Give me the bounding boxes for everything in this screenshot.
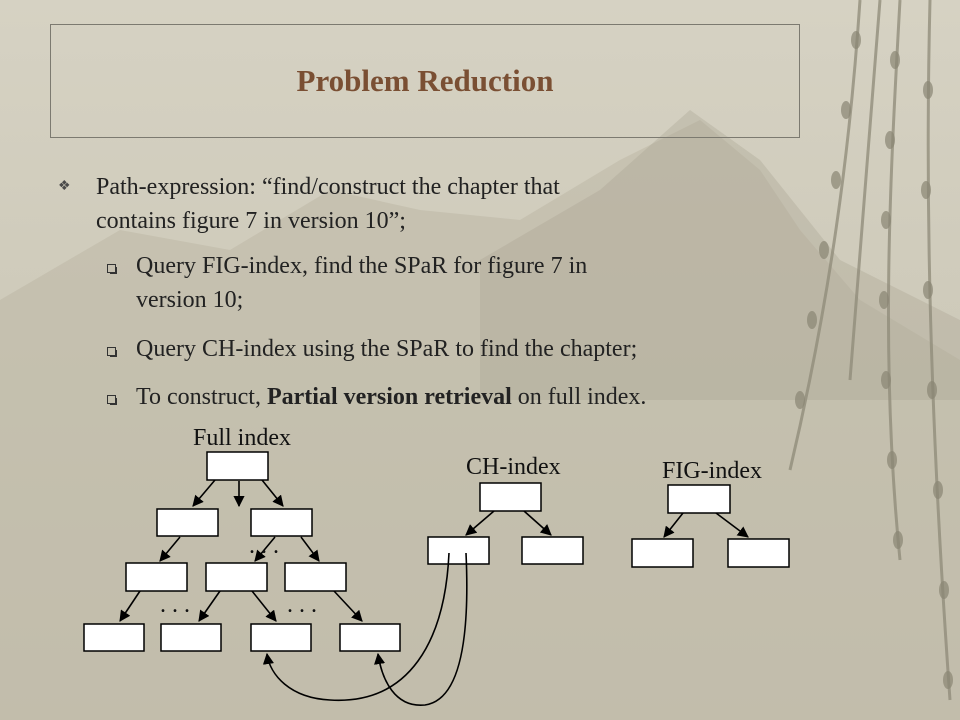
square-bullet-icon (107, 264, 117, 274)
full-index-leaf-node (250, 623, 312, 652)
tree-edge (159, 536, 181, 562)
fig-index-label: FIG-index (662, 458, 762, 484)
ch-index-node (521, 536, 584, 565)
sub-bullet-construct-emphasis: Partial version retrieval (266, 384, 512, 410)
ellipsis-label: . . . (287, 592, 317, 618)
tree-edge (715, 512, 749, 538)
spar-pointer-curve (262, 552, 450, 701)
diamond-bullet-icon: ❖ (58, 179, 71, 194)
tree-edge (192, 479, 216, 507)
sub-bullet-ch-query: Query CH-index using the SPaR to find th… (136, 336, 638, 362)
sub-bullet-fig-line-1: Query FIG-index, find the SPaR for figur… (136, 253, 588, 279)
sub-bullet-construct: To construct, Partial version retrieval … (136, 380, 816, 414)
tree-edge (261, 479, 284, 507)
spar-pointer-curve (374, 552, 468, 706)
tree-edge (465, 510, 495, 536)
fig-index-node (631, 538, 694, 568)
ch-index-root-node (479, 482, 542, 512)
main-bullet-line-2: contains figure 7 in version 10”; (96, 208, 406, 234)
full-index-node (125, 562, 188, 592)
tree-edge (198, 590, 221, 622)
full-index-node (250, 508, 313, 537)
square-bullet-icon (107, 347, 117, 357)
main-bullet: Path-expression: “find/construct the cha… (96, 170, 796, 238)
tree-edge (254, 536, 276, 562)
full-index-node (284, 562, 347, 592)
slide-title: Problem Reduction (296, 63, 554, 98)
mountain-far (480, 110, 960, 400)
sub-bullet-construct-prefix: To construct, (136, 384, 267, 410)
sub-bullet-fig-line-2: version 10; (136, 287, 244, 313)
tree-edge (523, 510, 552, 536)
fig-index-root-node (667, 484, 731, 514)
tree-edge (251, 590, 277, 622)
ellipsis-label: . . . (160, 592, 190, 618)
title-box: Problem Reduction (50, 24, 800, 138)
ch-index-label: CH-index (466, 454, 561, 480)
full-index-node (205, 562, 268, 592)
willow-buds (795, 31, 953, 689)
full-index-root-node (206, 451, 269, 481)
square-bullet-icon (107, 395, 117, 405)
full-index-leaf-node (339, 623, 401, 652)
sub-bullet-fig-query: Query FIG-index, find the SPaR for figur… (136, 249, 816, 317)
tree-edge (663, 512, 684, 538)
full-index-leaf-node (160, 623, 222, 652)
full-index-label: Full index (193, 425, 291, 451)
full-index-leaf-node (83, 623, 145, 652)
tree-edge (119, 590, 141, 622)
fig-index-node (727, 538, 790, 568)
tree-edge (300, 536, 320, 562)
full-index-node (156, 508, 219, 537)
ellipsis-label: . . . (249, 533, 279, 559)
tree-edge (333, 590, 363, 622)
ch-index-node (427, 536, 490, 565)
main-bullet-line-1: Path-expression: “find/construct the cha… (96, 174, 560, 200)
sub-bullet-construct-suffix: on full index. (511, 384, 647, 410)
